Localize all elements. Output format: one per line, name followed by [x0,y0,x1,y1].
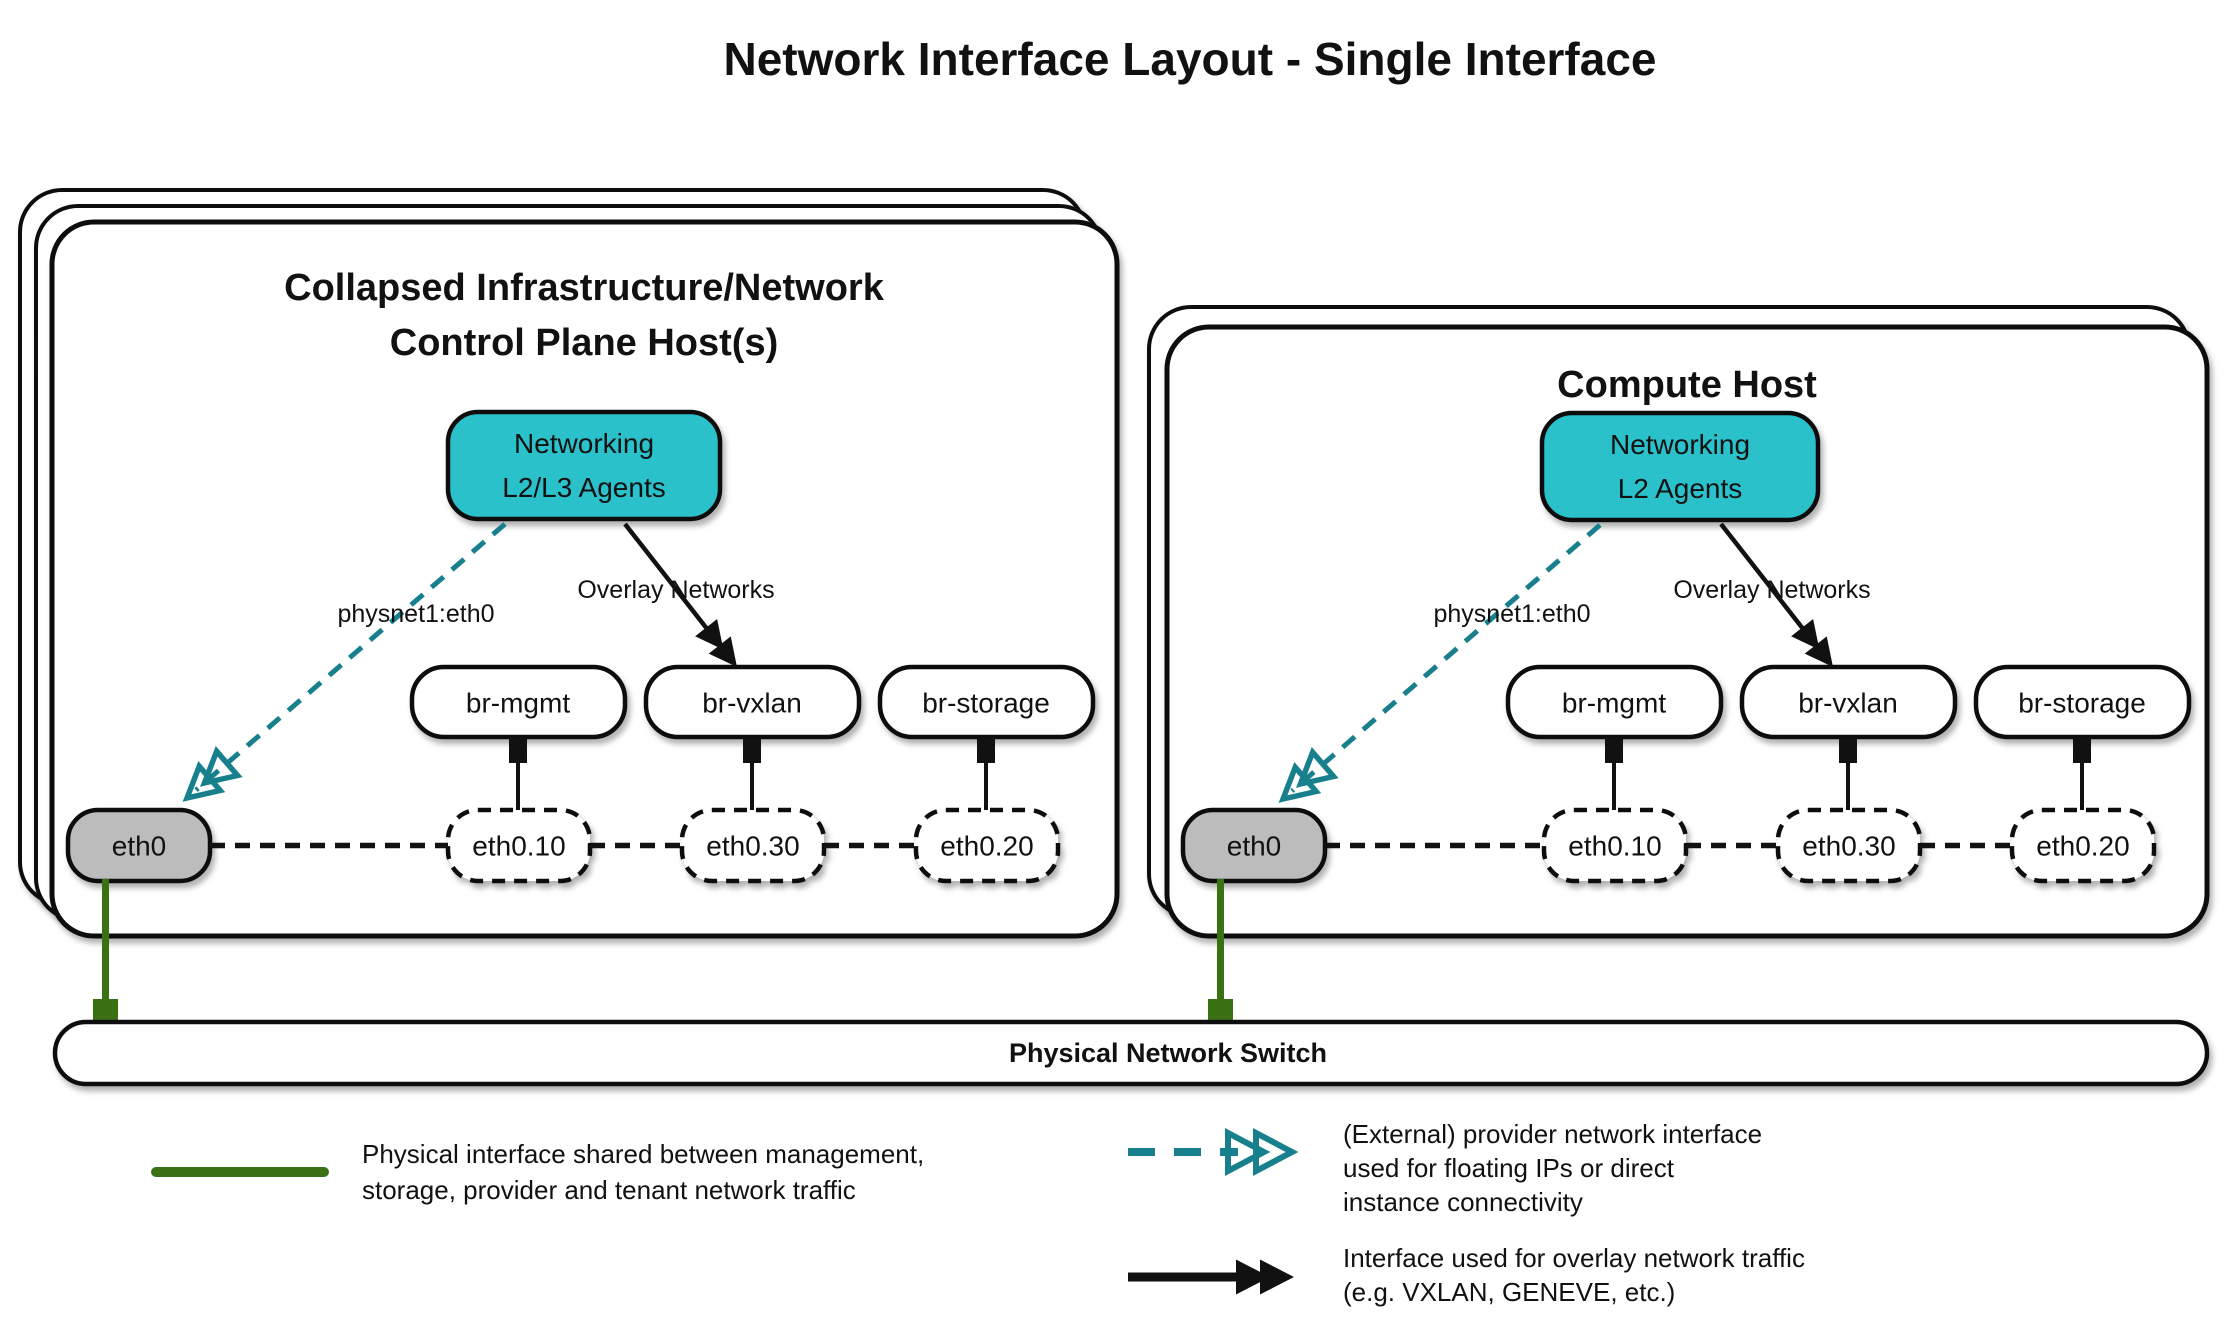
subinterface-label: eth0.10 [472,831,565,862]
legend-item-text: Physical interface shared between manage… [362,1139,924,1169]
subinterface-eth0.10: eth0.10 [445,807,593,884]
bridge-label: br-storage [922,688,1050,719]
legend-teal-arrowhead-icon [1225,1128,1271,1176]
bridge-br-mgmt: br-mgmt [1505,664,1724,740]
host-box [1164,324,2210,939]
eth0-label: eth0 [1227,831,1282,862]
overlay-network-arrow: Overlay Networks [577,522,775,667]
agent-label: Networking [1610,429,1750,460]
bridge-connectors [509,737,995,810]
host-title: Compute Host [1557,364,1817,406]
subinterface-eth0.30: eth0.30 [679,807,827,884]
agent-node: Networking L2 Agents [1539,410,1821,523]
legend-item-text: storage, provider and tenant network tra… [362,1175,856,1205]
legend-item-text: used for floating IPs or direct [1343,1153,1675,1183]
provider-arrowhead-icon [182,761,226,802]
overlay-arrow-line [623,522,724,650]
host-title: Control Plane Host(s) [390,322,778,364]
subinterface-box [913,807,1061,884]
overlay-arrowhead-icon [1804,636,1833,667]
bridge-connectors [1605,737,2091,810]
legend-black-arrowhead-icon [1236,1259,1270,1295]
legend-item-text: (External) provider network interface [1343,1119,1762,1149]
legend-item-text: (e.g. VXLAN, GENEVE, etc.) [1343,1277,1675,1307]
overlay-arrow-line [1719,522,1820,650]
legend-item-text: instance connectivity [1343,1187,1583,1217]
provider-arrowhead-icon [199,746,243,787]
provider-arrow-label: physnet1:eth0 [337,600,494,628]
connector-square [977,737,995,763]
host-compute: Compute Host Networking L2 Agents physne… [1147,305,2210,939]
agent-label: L2/L3 Agents [502,472,665,503]
bridge-br-mgmt: br-mgmt [409,664,628,740]
connector-square [1605,737,1623,763]
agent-box [445,409,723,522]
switch-label: Physical Network Switch [1009,1038,1327,1068]
bridge-br-vxlan: br-vxlan [643,664,862,740]
bridge-label: br-mgmt [466,688,570,719]
agent-node: Networking L2/L3 Agents [445,409,723,522]
overlay-arrowhead-icon [695,619,724,650]
provider-arrow-line [194,522,507,792]
connector-square [1839,737,1857,763]
bridge-br-storage: br-storage [1973,664,2192,740]
agent-label: L2 Agents [1618,473,1743,504]
physical-network-switch: Physical Network Switch [52,1019,2210,1087]
bridge-label: br-mgmt [1562,688,1666,719]
overlay-network-arrow: Overlay Networks [1673,522,1871,667]
subinterface-label: eth0.20 [940,831,1033,862]
subinterface-eth0.20: eth0.20 [913,807,1061,884]
eth0-label: eth0 [112,831,167,862]
subinterface-label: eth0.30 [706,831,799,862]
overlay-arrowhead-icon [1791,619,1820,650]
subinterface-eth0.30: eth0.30 [1775,807,1923,884]
bridge-label: br-vxlan [702,688,802,719]
connector-square [2073,737,2091,763]
eth0-node: eth0 [65,807,213,884]
subinterface-eth0.10: eth0.10 [1541,807,1689,884]
legend: Physical interface shared between manage… [151,1119,1805,1307]
provider-network-arrow: physnet1:eth0 [182,522,507,802]
provider-arrowhead-icon [1278,762,1322,803]
host-control-plane: Collapsed Infrastructure/Network Control… [18,188,1120,939]
bridge-label: br-storage [2018,688,2146,719]
provider-arrow-line [1290,523,1602,793]
provider-arrow-label: physnet1:eth0 [1433,600,1590,628]
bridge-label: br-vxlan [1798,688,1898,719]
overlay-arrowhead-icon [708,636,737,667]
provider-arrowhead-icon [1295,747,1339,788]
host-box [49,219,1120,939]
connector-square [509,737,527,763]
legend-teal-arrowhead-icon [1253,1128,1299,1176]
legend-item-text: Interface used for overlay network traff… [1343,1243,1805,1273]
subinterface-label: eth0.30 [1802,831,1895,862]
provider-network-arrow: physnet1:eth0 [1278,523,1602,803]
eth0-node: eth0 [1180,807,1328,884]
page-title: Network Interface Layout - Single Interf… [723,33,1656,85]
host-title: Collapsed Infrastructure/Network [284,267,885,309]
subinterface-box [2009,807,2157,884]
bridge-br-storage: br-storage [877,664,1096,740]
legend-black-arrowhead-icon [1260,1259,1294,1295]
overlay-arrow-label: Overlay Networks [1673,576,1870,604]
subinterface-label: eth0.20 [2036,831,2129,862]
bridge-br-vxlan: br-vxlan [1739,664,1958,740]
overlay-arrow-label: Overlay Networks [577,576,774,604]
agent-label: Networking [514,428,654,459]
connector-square [743,737,761,763]
subinterface-label: eth0.10 [1568,831,1661,862]
switch-box [52,1019,2210,1087]
subinterface-eth0.20: eth0.20 [2009,807,2157,884]
agent-box [1539,410,1821,523]
